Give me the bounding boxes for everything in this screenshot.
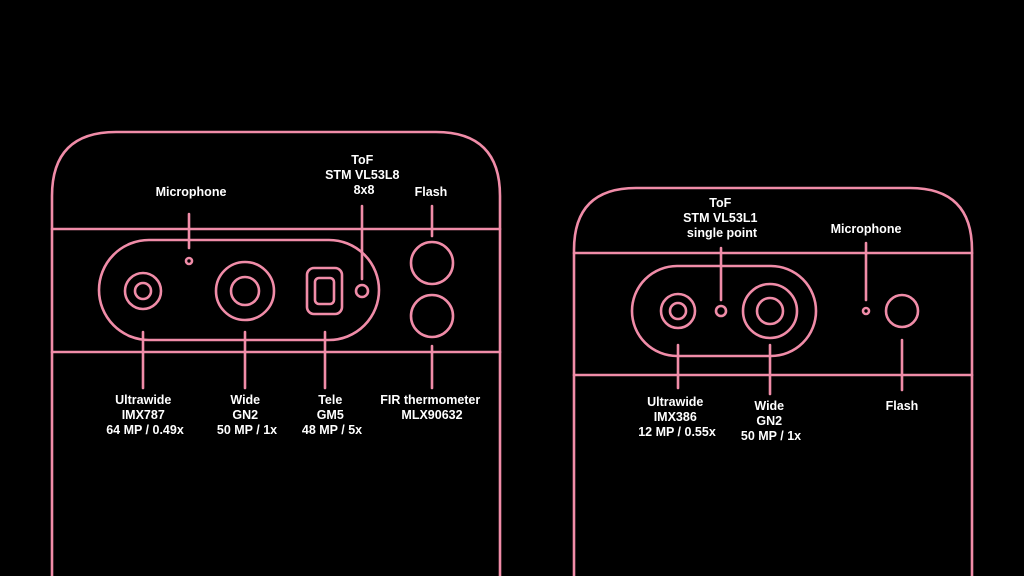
- microphone-hole: [184, 256, 194, 266]
- label-microphone: Microphone: [831, 222, 902, 236]
- label-ultrawide: Ultrawide IMX386 12 MP / 0.55x: [638, 395, 716, 439]
- phone-left-body: [50, 130, 502, 576]
- tof-sensor: [354, 283, 370, 299]
- tele-periscope-lens: [305, 266, 344, 316]
- label-tele: Tele GM5 48 MP / 5x: [302, 393, 362, 437]
- label-flash: Flash: [415, 185, 448, 199]
- microphone-hole: [861, 306, 871, 316]
- label-wide: Wide GN2 50 MP / 1x: [217, 393, 277, 437]
- wide-lens: [214, 260, 276, 322]
- label-wide: Wide GN2 50 MP / 1x: [741, 399, 801, 443]
- label-flash: Flash: [886, 399, 919, 413]
- label-tof: ToF STM VL53L8 8x8: [325, 153, 403, 197]
- camera-lens-housing: [630, 264, 818, 358]
- phone-left: Microphone ToF STM VL53L8 8x8 Flash Ultr…: [50, 130, 502, 576]
- fir-thermometer-circle: [409, 293, 455, 339]
- ultrawide-lens: [123, 271, 163, 311]
- camera-lens-housing: [97, 238, 381, 342]
- flash-circle: [409, 240, 455, 286]
- label-ultrawide: Ultrawide IMX787 64 MP / 0.49x: [106, 393, 184, 437]
- wide-lens: [741, 282, 799, 340]
- tof-sensor: [714, 304, 728, 318]
- label-microphone: Microphone: [156, 185, 227, 199]
- label-fir-thermometer: FIR thermometer MLX90632: [380, 393, 484, 422]
- flash-circle: [884, 293, 920, 329]
- ultrawide-lens: [659, 292, 697, 330]
- phone-right: ToF STM VL53L1 single point Microphone U…: [572, 186, 974, 576]
- phone-right-body: [572, 186, 974, 576]
- label-tof: ToF STM VL53L1 single point: [683, 196, 761, 240]
